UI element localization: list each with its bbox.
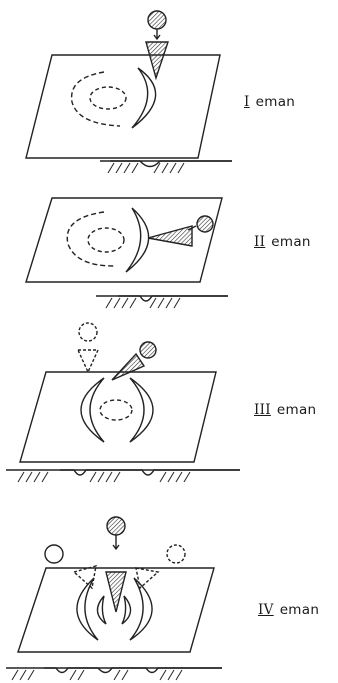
stage-4-drawing [6,517,222,680]
stage-1-plate [26,55,220,158]
stage-word: eman [280,602,320,618]
stage-word: eman [256,94,296,110]
stage-label-4: IV eman [258,602,319,618]
stage-3-drawing [6,323,240,482]
stage-word: eman [271,234,311,250]
stage-2-drawing [26,198,228,308]
stage-3-plate [20,372,216,462]
stage-numeral: IV [258,602,274,618]
stage-1-drawing [26,11,232,173]
stage-label-3: III eman [254,402,316,418]
stage-word: eman [277,402,317,418]
stage-label-2: II eman [254,234,311,250]
stage-numeral: I [244,94,250,110]
stage-numeral: III [254,402,271,418]
stage-numeral: II [254,234,265,250]
